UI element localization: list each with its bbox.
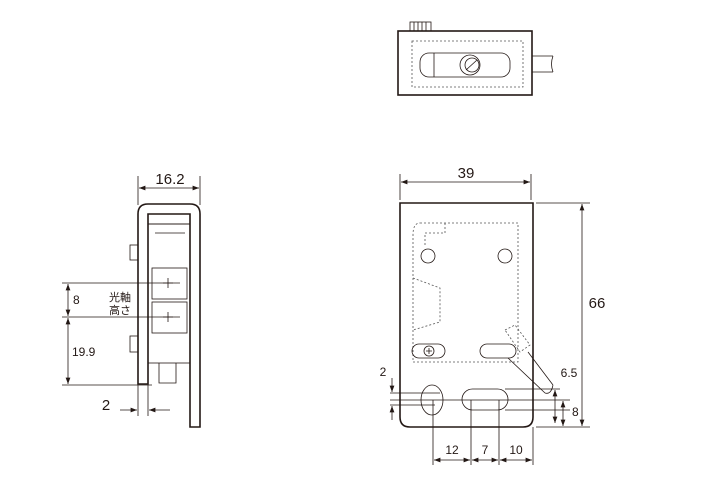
top-body-outline <box>397 30 533 96</box>
emitter-window <box>151 267 188 300</box>
dim-width-side: 16.2 <box>155 171 184 188</box>
mount-hole-left <box>420 248 436 264</box>
knob-lower <box>129 335 139 353</box>
screw-icon <box>423 345 435 357</box>
mount-slot-long <box>461 388 509 411</box>
front-view: 39 66 2 6.5 8 12 7 10 <box>380 165 606 465</box>
dim-axis-height: 19.9 <box>72 345 96 359</box>
axis-label-1: 光軸 <box>109 290 131 304</box>
front-slot-left <box>411 343 446 359</box>
bracket <box>137 203 201 428</box>
receiver-window <box>151 301 188 334</box>
top-cable <box>532 55 554 73</box>
dim-height-front: 66 <box>589 295 606 312</box>
dim-thickness: 2 <box>102 397 110 414</box>
mount-hole-right <box>497 248 513 264</box>
sensor-body <box>147 223 191 364</box>
dim-slot-edge: 10 <box>509 443 523 457</box>
side-cable <box>158 363 177 384</box>
top-view <box>397 21 554 96</box>
dim-slot-height: 8 <box>572 405 579 419</box>
dim-width-front: 39 <box>458 165 475 182</box>
knob-upper <box>129 244 139 261</box>
dim-cable: 6.5 <box>561 366 578 380</box>
axis-label-2: 高さ <box>109 303 131 317</box>
side-view: 16.2 8 19.9 光軸 高さ 2 <box>62 171 201 428</box>
dim-axis-pitch: 8 <box>73 293 80 307</box>
front-plate <box>399 202 534 428</box>
front-slot-right <box>479 343 517 359</box>
top-slot <box>419 52 511 78</box>
front-cable <box>507 351 554 394</box>
dim-hole-pos: 12 <box>445 443 459 457</box>
dim-hole-offset: 2 <box>380 365 387 379</box>
dim-slot-len: 7 <box>482 443 489 457</box>
adjust-knob <box>409 21 432 32</box>
screw-icon <box>459 54 481 76</box>
